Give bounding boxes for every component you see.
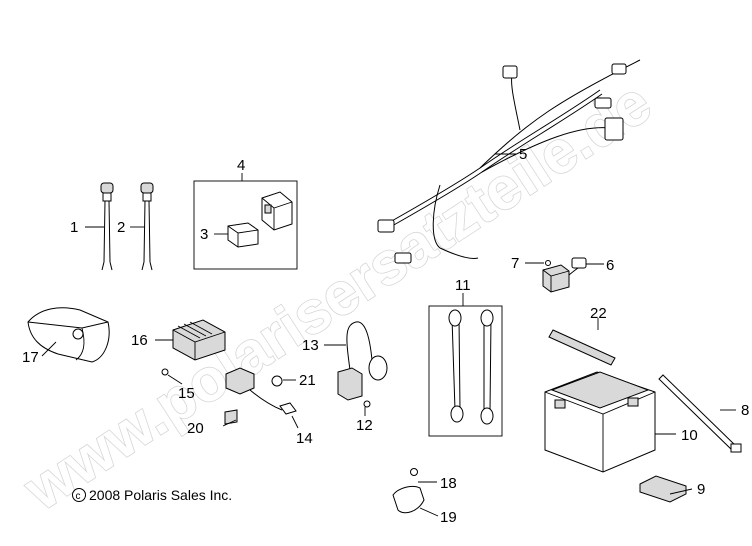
part-19-clip[interactable] xyxy=(392,485,439,517)
copyright-symbol: c xyxy=(72,488,86,502)
part-6-solenoid[interactable] xyxy=(542,257,604,293)
part-7-screw[interactable] xyxy=(525,260,551,266)
callout-2: 2 xyxy=(117,219,125,236)
part-9-pad[interactable] xyxy=(639,475,693,503)
callout-6: 6 xyxy=(606,257,614,274)
callout-10: 10 xyxy=(681,427,698,444)
callout-7: 7 xyxy=(511,255,519,272)
part-12-screw[interactable] xyxy=(363,400,371,416)
callout-11: 11 xyxy=(455,277,471,294)
callout-19: 19 xyxy=(440,509,457,526)
callout-22: 22 xyxy=(590,305,607,322)
part-13-coil[interactable] xyxy=(324,321,388,401)
part-14-connector[interactable] xyxy=(225,367,299,429)
part-11-battery-cables[interactable] xyxy=(428,293,503,437)
part-20-bracket[interactable] xyxy=(222,409,238,427)
part-1-bulb-socket[interactable] xyxy=(85,182,114,271)
callout-15: 15 xyxy=(178,385,195,402)
part-16-regulator[interactable] xyxy=(155,319,226,361)
callout-17: 17 xyxy=(22,349,39,366)
callout-21: 21 xyxy=(299,372,316,389)
part-5-wire-harness[interactable] xyxy=(377,59,641,264)
part-4-kit-box[interactable] xyxy=(193,173,298,270)
callout-18: 18 xyxy=(440,475,457,492)
callout-14: 14 xyxy=(296,430,313,447)
callout-12: 12 xyxy=(356,417,373,434)
copyright-text: 2008 Polaris Sales Inc. xyxy=(89,487,232,503)
part-17-cover[interactable] xyxy=(27,307,110,363)
callout-1: 1 xyxy=(70,219,78,236)
callout-9: 9 xyxy=(697,481,705,498)
part-2-bulb-socket[interactable] xyxy=(130,182,154,271)
callout-16: 16 xyxy=(131,332,148,349)
part-15-screw[interactable] xyxy=(161,368,183,385)
part-8-cable-tie[interactable] xyxy=(658,374,742,453)
svg-text:c: c xyxy=(76,491,81,502)
callout-4: 4 xyxy=(237,157,245,174)
callout-3: 3 xyxy=(200,226,208,243)
part-10-battery[interactable] xyxy=(544,371,676,473)
part-21-o-ring[interactable] xyxy=(271,375,296,387)
part-18-nut[interactable] xyxy=(410,468,438,483)
callout-20: 20 xyxy=(187,420,204,437)
callout-5: 5 xyxy=(519,146,527,163)
part-22-strap[interactable] xyxy=(548,318,616,366)
callout-13: 13 xyxy=(302,337,319,354)
callout-8: 8 xyxy=(741,402,749,419)
